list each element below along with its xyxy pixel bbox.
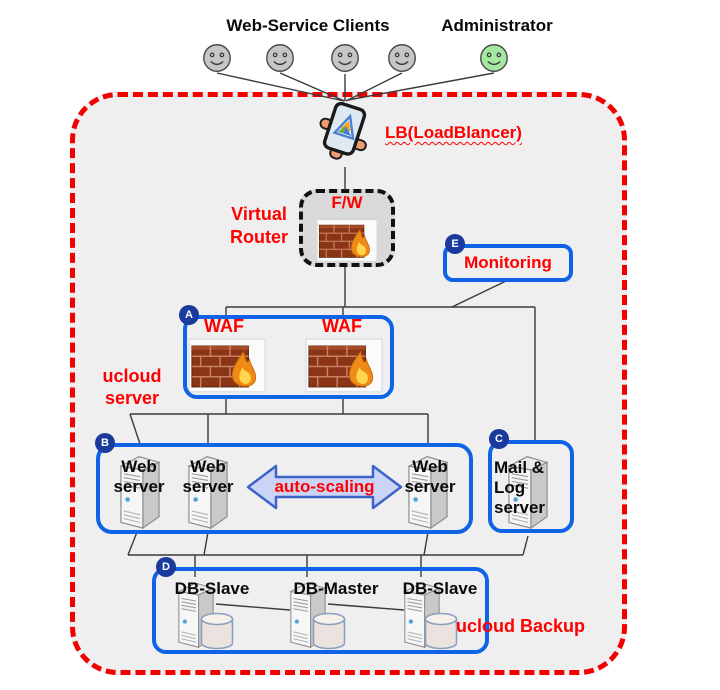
web-server-label: Web server [404, 457, 456, 497]
web-group-box [96, 443, 473, 534]
autoscaling-label: auto-scaling [274, 477, 375, 496]
smiley-face-icon [331, 44, 359, 72]
badge-e: E [445, 234, 465, 254]
connection-lines [127, 72, 536, 611]
badge-a: A [179, 305, 199, 325]
administrator-label: Administrator [441, 16, 553, 35]
db-slave-label: DB-Slave [402, 579, 478, 598]
smiley-face-icon [203, 44, 231, 72]
db-group-box [152, 567, 489, 654]
ucloud-server-label: ucloud server [102, 366, 162, 408]
mail-group-box [488, 440, 574, 533]
administrator-smiley-icon [480, 44, 508, 72]
firewall-icon [316, 219, 378, 262]
monitoring-label: Monitoring [464, 253, 552, 272]
client-icons [203, 44, 508, 72]
virtual-router-label: Virtual Router [230, 204, 288, 247]
smiley-face-icon [266, 44, 294, 72]
monitoring-box [443, 244, 573, 282]
waf-group-box [183, 315, 394, 399]
ucloud-backup-label: ucloud Backup [456, 616, 586, 636]
web-server-label: Web server [113, 457, 165, 497]
smiley-face-icon [388, 44, 416, 72]
mail-log-server-label: Mail & Log server [494, 458, 546, 518]
double-arrow-icon [246, 464, 403, 510]
badge-b: B [95, 433, 115, 453]
clients-label: Web-Service Clients [226, 16, 390, 35]
waf-label: WAF [204, 316, 244, 336]
badge-d: D [156, 557, 176, 577]
waf-label: WAF [322, 316, 362, 336]
load-balancer-icon [314, 99, 376, 165]
badge-c: C [489, 429, 509, 449]
web-server-label: Web server [182, 457, 234, 497]
db-master-label: DB-Master [293, 579, 379, 598]
firewall-label: F/W [331, 193, 363, 212]
load-balancer-label: LB(LoadBlancer) [385, 123, 522, 142]
db-slave-label: DB-Slave [174, 579, 250, 598]
